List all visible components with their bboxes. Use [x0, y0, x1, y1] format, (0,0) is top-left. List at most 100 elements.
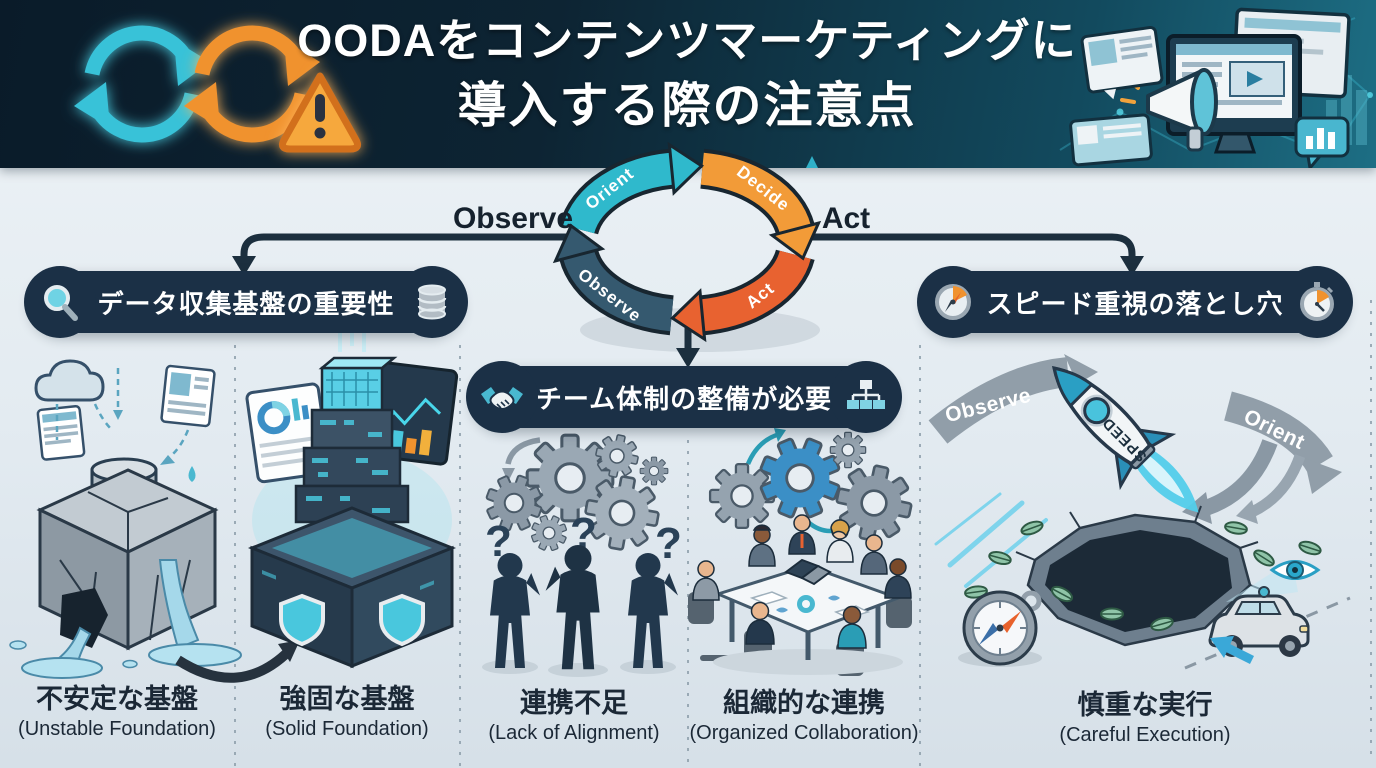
leaf-icon [1223, 519, 1249, 537]
caption-en: (Unstable Foundation) [18, 718, 216, 740]
panel-solid-foundation [245, 320, 459, 669]
rocket-icon: SPEED [1052, 366, 1199, 513]
leaf-icon [1100, 607, 1124, 621]
leaf-icon [1148, 614, 1176, 634]
caption-en: (Careful Execution) [1059, 724, 1231, 746]
loop-segment-orient: Orient [582, 164, 638, 213]
loop-segment-decide: Decide [733, 162, 793, 215]
chat-bubble-icon [1294, 116, 1350, 168]
chart-bars-decor [1326, 75, 1367, 145]
marketing-illustration [1069, 7, 1351, 168]
cloud-icon [34, 359, 105, 402]
title-line-1: OODAをコンテンツマーケティングに [297, 15, 1077, 66]
road-dashes [1184, 596, 1351, 670]
teal-loop-icon [74, 25, 210, 143]
panel-organized-collaboration [688, 424, 920, 676]
loop-outer-label-act: Act [821, 202, 871, 235]
banner-label: データ収集基盤の重要性 [97, 288, 395, 319]
descent-arrow [1203, 439, 1278, 516]
caption-en: (Lack of Alignment) [488, 722, 660, 744]
caption-solid-foundation: 強固な基盤 (Solid Foundation) [232, 682, 462, 743]
caption-en: (Organized Collaboration) [689, 722, 919, 744]
panel-speed-pitfall: Observe Orient [928, 354, 1351, 670]
caution-arrow [1223, 642, 1255, 665]
orient-ribbon [1223, 391, 1333, 473]
observe-ribbon-label: Observe [943, 384, 1034, 428]
caption-ja: 慎重な実行 [1077, 690, 1213, 720]
vision-beam [1226, 560, 1298, 602]
rocket-speed-label: SPEED [1099, 414, 1151, 466]
compass-icon [917, 266, 989, 338]
header-notch [806, 156, 818, 168]
gear-icon [591, 430, 643, 482]
network-dots [1116, 37, 1373, 129]
database-icon [88, 457, 160, 555]
gear-icon [477, 466, 551, 540]
cracked-rock [36, 468, 219, 651]
magnifier-icon [24, 266, 96, 338]
caption-ja: 強固な基盤 [279, 684, 415, 714]
dashboard-dark-icon [365, 360, 459, 466]
svg-text:?: ? [655, 519, 682, 568]
leaf-icon [1250, 546, 1278, 570]
caption-ja: 不安定な基盤 [36, 684, 198, 714]
question-marks: ??? [485, 509, 682, 568]
panel-lack-of-alignment: ??? [477, 430, 682, 677]
document-card-icon [160, 364, 216, 428]
title-line-2: 導入する際の注意点 [457, 79, 917, 133]
shield-icon [379, 593, 425, 647]
chairs [688, 592, 912, 676]
gear-icon-blue [746, 424, 854, 532]
gear-icon [639, 456, 669, 486]
caption-careful-execution: 慎重な実行 (Careful Execution) [1005, 688, 1285, 749]
dashboard-light-icon [245, 382, 331, 484]
megaphone-icon [1120, 68, 1218, 152]
org-chart-icon [830, 361, 902, 433]
panel-unstable-foundation [9, 359, 242, 679]
caption-unstable-foundation: 不安定な基盤 (Unstable Foundation) [2, 682, 232, 743]
server-tower [294, 356, 410, 524]
sync-arrow [806, 520, 839, 534]
laptop-icon [783, 558, 832, 586]
pit [1015, 505, 1269, 647]
loop-segment-observe: Observe [574, 265, 645, 326]
leaf-icon [963, 584, 989, 600]
confused-person-silhouette [545, 545, 600, 670]
caption-lack-of-alignment: 連携不足 (Lack of Alignment) [460, 686, 688, 747]
leaf-icon [1048, 582, 1076, 606]
banner-label: スピード重視の落とし穴 [986, 288, 1284, 319]
eye-icon [1269, 560, 1321, 580]
network-lines [1059, 9, 1372, 156]
confused-person-silhouette [628, 553, 678, 668]
meeting-table [713, 558, 903, 660]
database-icon [396, 266, 468, 338]
gear-icon [525, 433, 615, 523]
speed-lines [934, 492, 1048, 588]
gear-icon [524, 508, 574, 558]
caption-ja: 組織的な連携 [723, 688, 885, 718]
fortress-base [247, 506, 457, 669]
confusion-arrow [505, 437, 541, 465]
leaf-icon [1018, 518, 1046, 538]
banner-label: チーム体制の整備が必要 [535, 383, 833, 414]
handshake-icon [466, 361, 538, 433]
leaf-icon [986, 548, 1014, 568]
leaf-icon [1232, 597, 1260, 619]
svg-text:?: ? [570, 509, 597, 558]
observe-ribbon [928, 357, 1070, 444]
meeting-people [692, 514, 912, 649]
header-banner: OODAをコンテンツマーケティングに 導入する際の注意点 [0, 0, 1376, 168]
gear-icon [708, 462, 776, 530]
leaf-icon [1296, 538, 1324, 558]
loop-outer-label-observe: Observe [452, 202, 574, 235]
improvement-arrow [175, 646, 294, 683]
caption-ja: 連携不足 [520, 688, 628, 718]
ooda-loop: Orient Decide Act Observe [552, 141, 822, 352]
shield-icon [279, 593, 325, 647]
sync-arrow [745, 431, 781, 465]
banner-team-structure: チーム体制の整備が必要 [466, 361, 902, 433]
page-title: OODAをコンテンツマーケティングに 導入する際の注意点 [292, 10, 1082, 140]
stopwatch-icon [1281, 266, 1353, 338]
gear-icon [578, 469, 666, 557]
